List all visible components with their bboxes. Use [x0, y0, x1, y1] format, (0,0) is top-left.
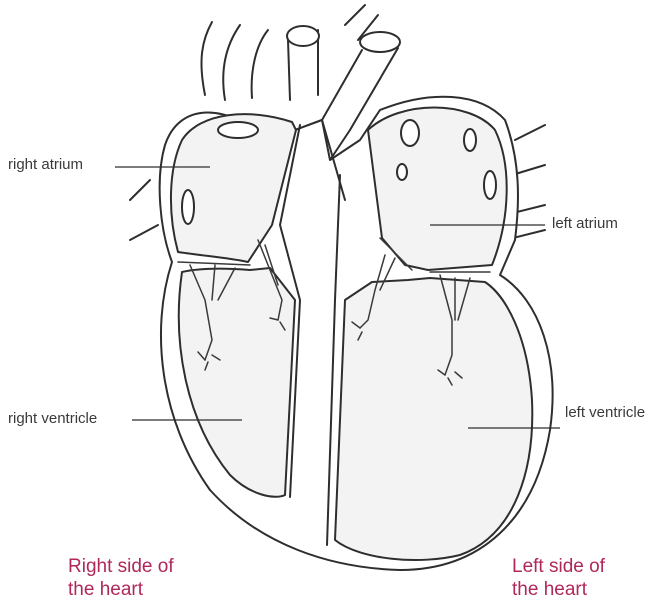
vessel-opening: [464, 129, 476, 151]
vessel-opening: [401, 120, 419, 146]
label-right-ventricle: right ventricle: [8, 410, 97, 428]
left-ventricle-chamber: [335, 278, 532, 560]
left-side-title-line1: Left side of: [512, 555, 605, 578]
right-side-title-line1: Right side of: [68, 555, 174, 578]
vessel-opening: [182, 190, 194, 224]
vessel-opening: [218, 122, 258, 138]
vessel-opening: [397, 164, 407, 180]
vessel-opening: [484, 171, 496, 199]
label-right-atrium: right atrium: [8, 156, 83, 174]
label-left-ventricle: left ventricle: [565, 404, 645, 422]
label-left-atrium: left atrium: [552, 215, 618, 233]
right-side-title: Right side of the heart: [68, 555, 174, 601]
left-side-title: Left side of the heart: [512, 555, 605, 601]
